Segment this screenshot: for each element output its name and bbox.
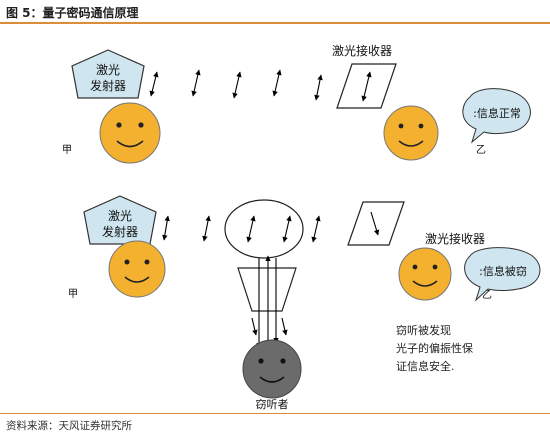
security-note-line-3: 证信息安全. [396, 359, 455, 373]
eavesdropper-face [242, 339, 302, 399]
bottom-emitter: 激光 发射器 [83, 195, 157, 245]
security-note-line-2: 光子的偏振性保 [396, 341, 473, 355]
bottom-receiver-name: 乙 [482, 289, 492, 301]
bottom-sender-face [108, 240, 166, 298]
top-emitter-label-1: 激光 [96, 63, 120, 77]
title-rule [0, 22, 550, 24]
interception-lens [224, 199, 304, 259]
bottom-photon-stream-2 [311, 215, 321, 243]
top-speech-bubble: :信息正常 [462, 88, 531, 144]
tap-funnel [237, 267, 297, 312]
bottom-speech-bubble: :信息被窃 [464, 247, 541, 302]
top-receiver-face [383, 105, 439, 161]
eavesdropper-label: 窃听者 [256, 397, 289, 411]
security-note: 窃听被发现 光子的偏振性保 证信息安全. [396, 323, 473, 373]
bottom-receiver-label: 激光接收器 [425, 231, 485, 246]
top-polarizer [336, 63, 397, 109]
top-sender-name: 甲 [62, 145, 72, 156]
top-photon-stream [149, 69, 323, 101]
bottom-photon-stream [162, 215, 211, 242]
top-receiver-label: 激光接收器 [332, 43, 392, 58]
figure-title: 图 5：量子密码通信原理 [6, 6, 139, 20]
top-emitter-label-2: 发射器 [90, 78, 126, 93]
top-speech-text: :信息正常 [473, 106, 521, 120]
security-note-line-1: 窃听被发现 [396, 323, 451, 337]
bottom-polarizer [347, 201, 405, 246]
bottom-sender-name: 甲 [68, 289, 78, 300]
bottom-emitter-label-1: 激光 [108, 209, 132, 223]
bottom-rule [0, 413, 550, 414]
bottom-receiver-face [398, 247, 452, 301]
bottom-emitter-label-2: 发射器 [102, 224, 138, 239]
top-emitter: 激光 发射器 [71, 49, 145, 99]
source-note: 资料来源：天风证券研究所 [6, 420, 132, 432]
top-sender-face [99, 102, 161, 164]
bottom-speech-text: :信息被窃 [479, 264, 527, 278]
tap-beams [251, 255, 288, 349]
top-receiver-name: 乙 [476, 144, 486, 156]
